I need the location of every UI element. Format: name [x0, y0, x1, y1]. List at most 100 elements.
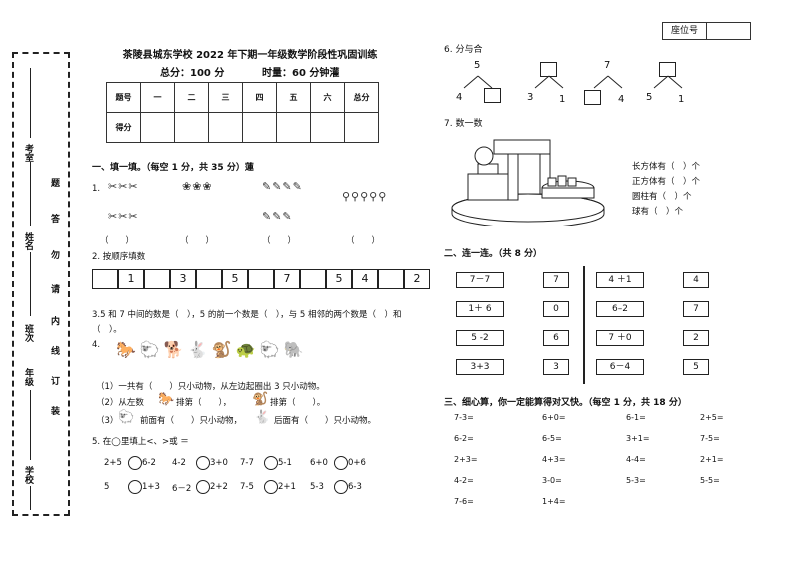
comparison-left: 5-3 [310, 482, 324, 492]
left-expression[interactable]: 1＋ 6 [456, 301, 504, 317]
score-cell[interactable] [242, 112, 277, 143]
q4-part-3-mid: 前面有（ ）只小动物， [140, 416, 243, 426]
calc-item[interactable]: 5-3= [626, 476, 646, 485]
right-expression[interactable]: 7 ＋0 [596, 330, 644, 346]
sheep-icon: 🐑 [118, 410, 135, 425]
seal-char-5: 内 [49, 316, 59, 325]
right-answer[interactable]: 7 [683, 301, 709, 317]
calc-item[interactable]: 2+3= [454, 455, 478, 464]
sequence-box[interactable] [248, 269, 274, 289]
score-cell[interactable] [174, 112, 209, 143]
score-cell[interactable] [140, 112, 175, 143]
calc-item[interactable]: 4+3= [542, 455, 566, 464]
sequence-box: 5 [326, 269, 352, 289]
q1-blank[interactable]: （ ） [346, 236, 381, 246]
calc-item[interactable]: 6+0= [542, 413, 566, 422]
exam-room-label: 考室 [23, 144, 33, 162]
name-label: 姓名 [23, 232, 33, 250]
left-expression[interactable]: 3+3 [456, 359, 504, 375]
bond-left-box[interactable] [584, 90, 601, 105]
comparison-circle[interactable] [264, 480, 278, 494]
left-expression[interactable]: 5 -2 [456, 330, 504, 346]
comparison-right: 0+6 [348, 458, 366, 468]
rabbit-icon: 🐇 [254, 410, 271, 425]
comparison-circle[interactable] [196, 456, 210, 470]
q1-blank[interactable]: （ ） [262, 236, 297, 246]
left-expression[interactable]: 7－7 [456, 272, 504, 288]
sequence-box[interactable] [196, 269, 222, 289]
score-header-cell: 题号 [106, 82, 141, 113]
tree-branch [607, 75, 623, 89]
comparison-left: 7-5 [240, 482, 254, 492]
score-cell[interactable] [344, 112, 379, 143]
calc-item[interactable]: 3+1= [626, 434, 650, 443]
comparison-circle[interactable] [264, 456, 278, 470]
calc-item[interactable]: 1+4= [542, 497, 566, 506]
seal-char-8: 装 [49, 406, 59, 415]
q1-blank[interactable]: （ ） [100, 236, 135, 246]
comparison-right: 2+1 [278, 482, 296, 492]
score-cell[interactable] [208, 112, 243, 143]
left-answer[interactable]: 7 [543, 272, 569, 288]
school-line[interactable] [30, 486, 31, 510]
score-cell[interactable] [310, 112, 345, 143]
left-answer[interactable]: 6 [543, 330, 569, 346]
bond-left-number: 3 [527, 92, 534, 103]
calc-item[interactable]: 5-5= [700, 476, 720, 485]
class-line[interactable] [30, 252, 31, 316]
tree-branch [548, 75, 564, 89]
right-answer[interactable]: 5 [683, 359, 709, 375]
comparison-left: 4-2 [172, 458, 186, 468]
calc-item[interactable]: 6-5= [542, 434, 562, 443]
score-cell[interactable] [276, 112, 311, 143]
calc-item[interactable]: 7-6= [454, 497, 474, 506]
pencil-icon: ✎✎✎ [262, 210, 293, 223]
comparison-circle[interactable] [128, 456, 142, 470]
comparison-circle[interactable] [334, 456, 348, 470]
comparison-circle[interactable] [128, 480, 142, 494]
sequence-box[interactable] [378, 269, 404, 289]
score-header-cell: 四 [242, 82, 277, 113]
section-3-title: 三、细心算，你一定能算得对又快。（每空 1 分，共 18 分） [444, 398, 687, 408]
calc-item[interactable]: 2+5= [700, 413, 724, 422]
grade-line[interactable] [30, 390, 31, 460]
comparison-circle[interactable] [196, 480, 210, 494]
name-line[interactable] [30, 162, 31, 226]
left-answer[interactable]: 3 [543, 359, 569, 375]
scissors-icon: ✂✂✂ [108, 210, 139, 223]
matching-divider [583, 266, 585, 384]
time-limit-label: 时量：60 分钟灌 [262, 68, 340, 79]
bond-top-number: 7 [604, 60, 611, 71]
calc-item[interactable]: 6-2= [454, 434, 474, 443]
comparison-right: 2+2 [210, 482, 228, 492]
comparison-left: 2+5 [104, 458, 122, 468]
count-sphere: 球有（ ）个 [632, 207, 684, 217]
q1-number: 1. [92, 184, 101, 194]
right-expression[interactable]: 4 ＋1 [596, 272, 644, 288]
pencil-icon: ✎✎✎✎ [262, 180, 303, 193]
seat-number-field[interactable] [707, 23, 750, 39]
calc-item[interactable]: 4-2= [454, 476, 474, 485]
sequence-box[interactable] [92, 269, 118, 289]
right-answer[interactable]: 4 [683, 272, 709, 288]
q4-part-1: （1）一共有（ ）只小动物，从左边起圈出 3 只小动物。 [96, 382, 325, 392]
bond-right-box[interactable] [484, 88, 501, 103]
q1-blank[interactable]: （ ） [180, 236, 215, 246]
calc-item[interactable]: 2+1= [700, 455, 724, 464]
calc-item[interactable]: 4-4= [626, 455, 646, 464]
left-answer[interactable]: 0 [543, 301, 569, 317]
right-answer[interactable]: 2 [683, 330, 709, 346]
right-expression[interactable]: 6－4 [596, 359, 644, 375]
q2-label: 2. 按顺序填数 [92, 252, 146, 262]
right-expression[interactable]: 6–2 [596, 301, 644, 317]
calc-item[interactable]: 7-3= [454, 413, 474, 422]
comparison-circle[interactable] [334, 480, 348, 494]
calc-item[interactable]: 3-0= [542, 476, 562, 485]
sequence-box[interactable] [144, 269, 170, 289]
calc-item[interactable]: 7-5= [700, 434, 720, 443]
exam-room-line[interactable] [30, 68, 31, 138]
sequence-box[interactable] [300, 269, 326, 289]
school-label: 学校 [23, 466, 33, 484]
score-header-cell: 二 [174, 82, 209, 113]
calc-item[interactable]: 6-1= [626, 413, 646, 422]
